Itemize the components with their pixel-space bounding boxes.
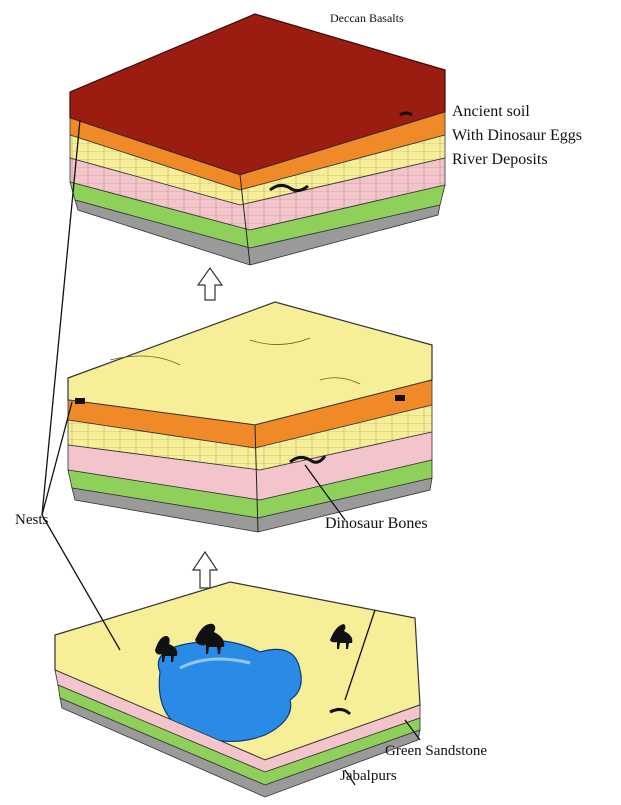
label-deccan-basalts: Deccan Basalts [330, 11, 404, 25]
middle-block [68, 302, 432, 532]
up-arrow-icon [193, 552, 217, 588]
label-river-deposits: River Deposits [452, 151, 548, 168]
label-green-sandstone: Green Sandstone [385, 743, 487, 759]
label-with-dinosaur-eggs: With Dinosaur Eggs [452, 127, 582, 144]
label-jabalpurs: Jabalpurs [340, 768, 397, 784]
label-nests: Nests [15, 512, 48, 528]
top-block [70, 14, 445, 265]
label-dinosaur-bones: Dinosaur Bones [325, 515, 428, 532]
up-arrow-icon [198, 268, 222, 300]
bottom-block [55, 582, 420, 797]
label-ancient-soil: Ancient soil [452, 103, 530, 120]
